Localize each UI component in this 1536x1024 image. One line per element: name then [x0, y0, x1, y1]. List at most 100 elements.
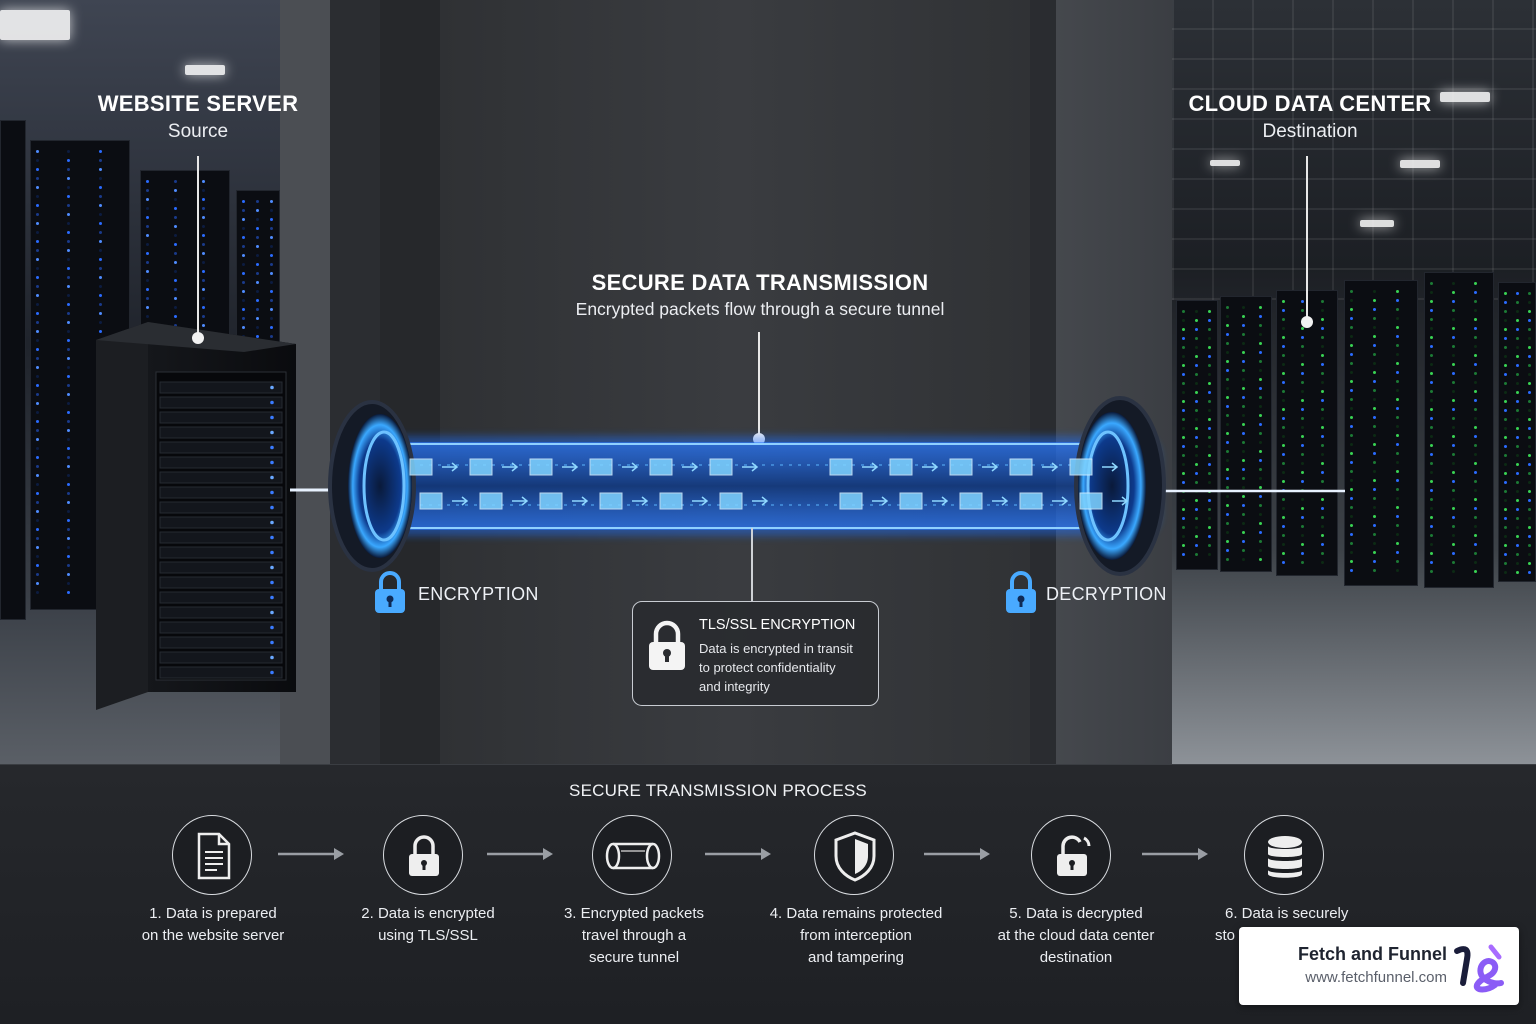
rack-led — [67, 564, 71, 567]
tls-description-line: to protect confidentiality — [699, 660, 836, 675]
rack-led — [1320, 390, 1324, 393]
rack-led — [1301, 408, 1305, 411]
rack-led — [1301, 471, 1305, 474]
rack-led — [146, 297, 149, 300]
rack-led — [1473, 309, 1477, 312]
rack-led — [1195, 526, 1199, 529]
brand-card[interactable]: Fetch and Funnel www.fetchfunnel.com — [1239, 927, 1519, 1005]
rack-led — [1301, 498, 1305, 501]
rack-led — [1451, 525, 1455, 528]
rack-led — [1282, 543, 1285, 546]
rack-led — [98, 267, 102, 270]
rack-led — [255, 200, 259, 203]
rack-led — [1515, 508, 1519, 511]
rack-led — [242, 245, 245, 248]
rack-led — [1451, 372, 1455, 375]
rack-led — [1350, 506, 1353, 509]
server-unit — [159, 456, 283, 469]
data-packet — [959, 492, 983, 510]
rack-led — [1451, 345, 1455, 348]
rack-led — [1258, 396, 1262, 399]
rack-led — [1258, 432, 1262, 435]
tls-connector-line — [751, 528, 753, 602]
rack-led — [1504, 301, 1507, 304]
rack-led — [146, 234, 149, 237]
rack-led — [36, 330, 39, 333]
packet-arrow — [512, 496, 529, 506]
rack-led — [67, 240, 71, 243]
ceiling-light — [1400, 160, 1440, 168]
rack-led — [1504, 382, 1507, 385]
rack-led — [1430, 534, 1433, 537]
source-connector-line — [197, 156, 199, 336]
rack-led — [1350, 398, 1353, 401]
rack-led — [36, 429, 39, 432]
rack-led — [1282, 444, 1285, 447]
rack-led — [1301, 507, 1305, 510]
rack-led — [1504, 463, 1507, 466]
rack-led — [36, 240, 39, 243]
rack-led — [1473, 381, 1477, 384]
rack-led — [1242, 306, 1246, 309]
rack-led — [1473, 372, 1477, 375]
tls-info-card: TLS/SSL ENCRYPTION Data is encrypted in … — [632, 601, 879, 706]
rack-led — [1320, 516, 1324, 519]
packet-arrow — [562, 462, 579, 472]
rack-led — [1226, 486, 1229, 489]
rack-led — [1208, 463, 1212, 466]
rack-led — [1515, 364, 1519, 367]
rack-led — [1451, 444, 1455, 447]
rack-led — [1258, 522, 1262, 525]
destination-title: CLOUD DATA CENTER — [1188, 91, 1432, 116]
rack-led — [1373, 290, 1377, 293]
rack-led — [98, 168, 102, 171]
rack-led — [1350, 416, 1353, 419]
rack-led — [1515, 436, 1519, 439]
rack-led — [1242, 351, 1246, 354]
rack-led — [1396, 470, 1400, 473]
rack-led — [67, 393, 71, 396]
rack-led — [1504, 517, 1507, 520]
rack-led — [1473, 462, 1477, 465]
rack-led — [1226, 522, 1229, 525]
rack-led — [1430, 507, 1433, 510]
rack-led — [1258, 513, 1262, 516]
rack-led — [67, 375, 71, 378]
rack-led — [1504, 571, 1507, 574]
rack-led — [1226, 504, 1229, 507]
rack-led — [1350, 470, 1353, 473]
rack-led — [1396, 434, 1400, 437]
rack-led — [1430, 462, 1433, 465]
data-packet — [949, 458, 973, 476]
rack-led — [1451, 291, 1455, 294]
rack-led — [1396, 425, 1400, 428]
rack-led — [1282, 318, 1285, 321]
data-packet — [899, 492, 923, 510]
rack-led — [67, 420, 71, 423]
wall-panel — [1056, 0, 1172, 764]
rack-led — [174, 324, 178, 327]
ceiling-light — [1210, 160, 1240, 166]
rack-led — [1242, 324, 1246, 327]
rack-led — [269, 245, 273, 248]
rack-led — [1242, 558, 1246, 561]
rack-led — [1350, 425, 1353, 428]
rack-led — [1451, 327, 1455, 330]
rack-led — [255, 299, 259, 302]
rack-led — [67, 213, 71, 216]
rack-led — [1226, 351, 1229, 354]
rack-led — [1504, 490, 1507, 493]
rack-led — [1430, 480, 1433, 483]
rack-led — [1208, 535, 1212, 538]
step-6-database-icon — [1244, 815, 1324, 895]
rack-led — [1373, 479, 1377, 482]
rack-led — [36, 411, 39, 414]
rack-led — [1350, 515, 1353, 518]
rack-led — [1515, 382, 1519, 385]
brand-logo — [1454, 944, 1504, 993]
brand-url[interactable]: www.fetchfunnel.com — [1305, 969, 1447, 986]
rack-led — [67, 159, 71, 162]
server-led — [270, 595, 274, 600]
rack-led — [1396, 308, 1400, 311]
rack-led — [174, 243, 178, 246]
